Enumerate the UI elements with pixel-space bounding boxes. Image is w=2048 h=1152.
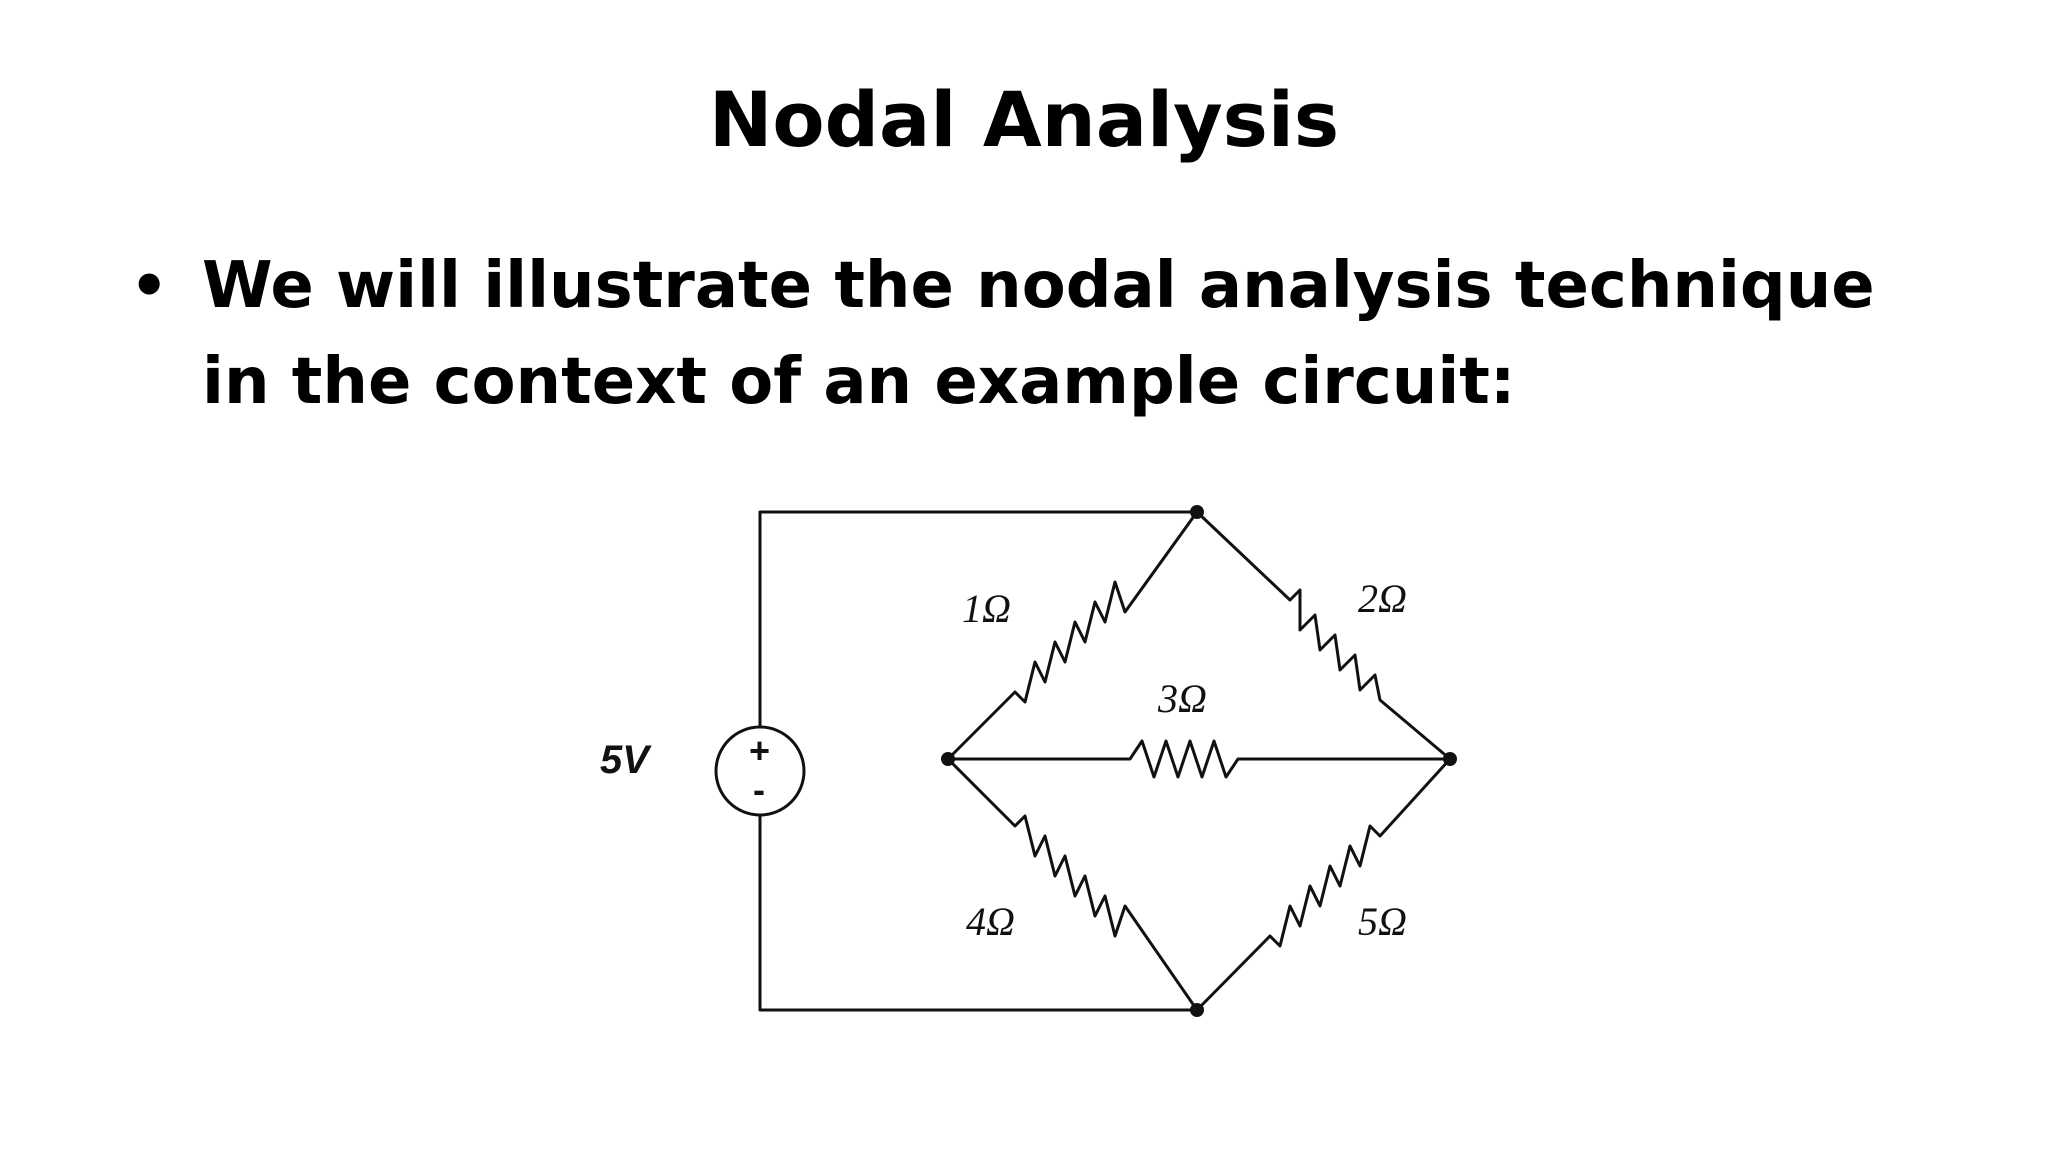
bullet-marker: • (130, 251, 169, 321)
bullet-list: • We will illustrate the nodal analysis … (130, 238, 1950, 430)
bullet-item: • We will illustrate the nodal analysis … (130, 238, 1950, 430)
wire-bottom (758, 814, 1199, 1012)
label-4-ohm: 4Ω (966, 899, 1015, 944)
node-right (1443, 752, 1457, 766)
label-1-ohm: 1Ω (962, 586, 1011, 631)
source-label: 5V (600, 738, 652, 782)
wire-top (758, 510, 1199, 729)
node-left (941, 752, 955, 766)
bullet-text: We will illustrate the nodal analysis te… (202, 249, 1875, 419)
label-2-ohm: 2Ω (1358, 576, 1407, 621)
slide-title: Nodal Analysis (708, 75, 1340, 164)
source-minus: - (753, 769, 765, 810)
node-bottom (1190, 1003, 1204, 1017)
resistor-3-ohm (946, 739, 1452, 779)
node-top (1190, 505, 1204, 519)
resistor-1-ohm (946, 510, 1199, 761)
resistor-2-ohm (1195, 510, 1452, 761)
source-plus: + (749, 730, 770, 771)
resistor-4-ohm (946, 757, 1199, 1012)
resistor-5-ohm (1195, 757, 1452, 1012)
label-3-ohm: 3Ω (1157, 676, 1207, 721)
voltage-source (714, 725, 806, 817)
label-5-ohm: 5Ω (1358, 899, 1407, 944)
